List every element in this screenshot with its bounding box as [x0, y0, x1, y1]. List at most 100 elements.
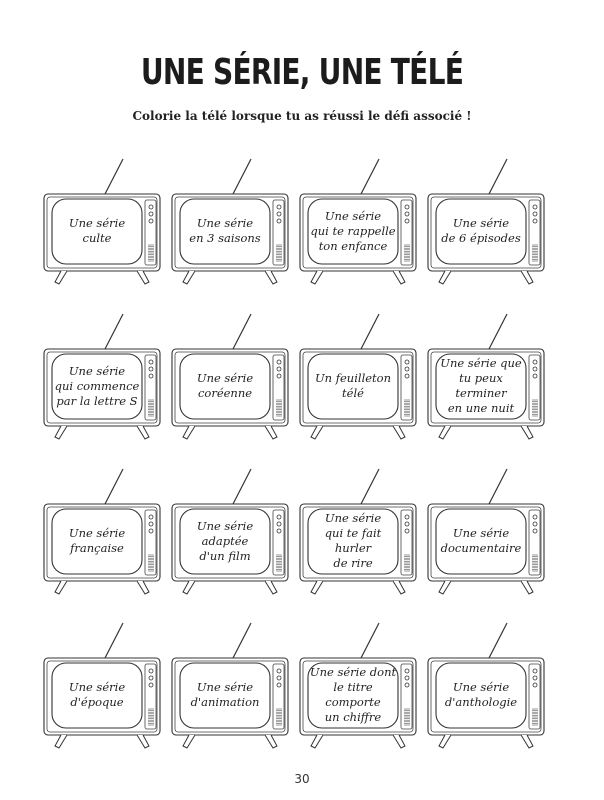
- challenge-line: Une série dont: [309, 665, 397, 679]
- challenge-line: coréenne: [197, 386, 253, 400]
- tv-screen: [179, 662, 271, 729]
- challenge-line: culte: [82, 231, 112, 245]
- challenge-line: Une série: [452, 526, 510, 540]
- tv-screen: [51, 662, 143, 729]
- antenna: [488, 468, 508, 505]
- tv-drawing: [427, 158, 545, 285]
- challenge-line: qui te fait hurler: [324, 526, 382, 555]
- challenge-line: Une série: [68, 526, 126, 540]
- tv-drawing: [427, 622, 545, 749]
- challenge-line: documentaire: [440, 541, 522, 555]
- tv-screen: [435, 198, 527, 265]
- tv-drawing: [299, 158, 417, 285]
- challenge-line: Une série: [452, 680, 510, 694]
- tv-drawing: [427, 313, 545, 440]
- tv-screen: [179, 508, 271, 575]
- tv-drawing: [43, 313, 161, 440]
- tv-screen: [307, 198, 399, 265]
- challenge-line: tu peux terminer: [455, 371, 507, 400]
- antenna: [360, 313, 380, 350]
- tv-screen: [307, 662, 399, 729]
- challenge-line: Une série: [324, 208, 382, 223]
- antenna: [488, 313, 508, 350]
- challenge-line: d'anthologie: [444, 695, 518, 709]
- tv-screen: [435, 353, 527, 420]
- tv-screen: [51, 508, 143, 575]
- instructions: Colorie la télé lorsque tu as réussi le …: [132, 109, 472, 123]
- tv-screen: [307, 353, 399, 420]
- antenna: [488, 622, 508, 659]
- tv-screen: [51, 198, 143, 265]
- challenge-line: d'un film: [199, 548, 251, 563]
- tv-screen: [179, 353, 271, 420]
- challenge-line: par la lettre S: [56, 393, 138, 408]
- tv-screen: [179, 198, 271, 265]
- antenna: [360, 622, 380, 659]
- challenge-line: Une série: [196, 518, 254, 533]
- challenge-line: le titre comporte: [325, 680, 381, 709]
- challenge-line: Une série: [452, 216, 510, 230]
- challenge-line: Un feuilleton: [314, 371, 391, 385]
- challenge-line: Une série: [196, 680, 254, 694]
- challenge-line: Une série: [196, 371, 254, 385]
- antenna: [104, 313, 124, 350]
- tv-drawing: [43, 468, 161, 595]
- challenge-line: d'époque: [70, 695, 124, 709]
- challenge-line: Une série: [68, 363, 126, 378]
- challenge-line: d'animation: [190, 695, 260, 709]
- tv-drawing: [427, 468, 545, 595]
- tv-drawing: [299, 622, 417, 749]
- antenna: [232, 313, 252, 350]
- antenna: [360, 468, 380, 505]
- tv-drawing: [171, 158, 289, 285]
- tv-drawing: [171, 468, 289, 595]
- page-title: UNE SÉRIE, UNE TÉLÉ: [140, 52, 464, 93]
- tv-drawing: [171, 313, 289, 440]
- page-number: 30: [294, 772, 310, 786]
- tv-screen: [51, 353, 143, 420]
- antenna: [104, 158, 124, 195]
- tv-drawing: [299, 313, 417, 440]
- challenge-line: qui te rappelle: [310, 223, 396, 238]
- antenna: [104, 622, 124, 659]
- antenna: [232, 622, 252, 659]
- challenge-line: Une série: [68, 216, 126, 230]
- tv-screen: [435, 662, 527, 729]
- tv-drawing: [299, 468, 417, 595]
- challenge-line: en une nuit: [447, 401, 515, 415]
- antenna: [232, 468, 252, 505]
- antenna: [360, 158, 380, 195]
- antenna: [104, 468, 124, 505]
- tv-drawing: [43, 622, 161, 749]
